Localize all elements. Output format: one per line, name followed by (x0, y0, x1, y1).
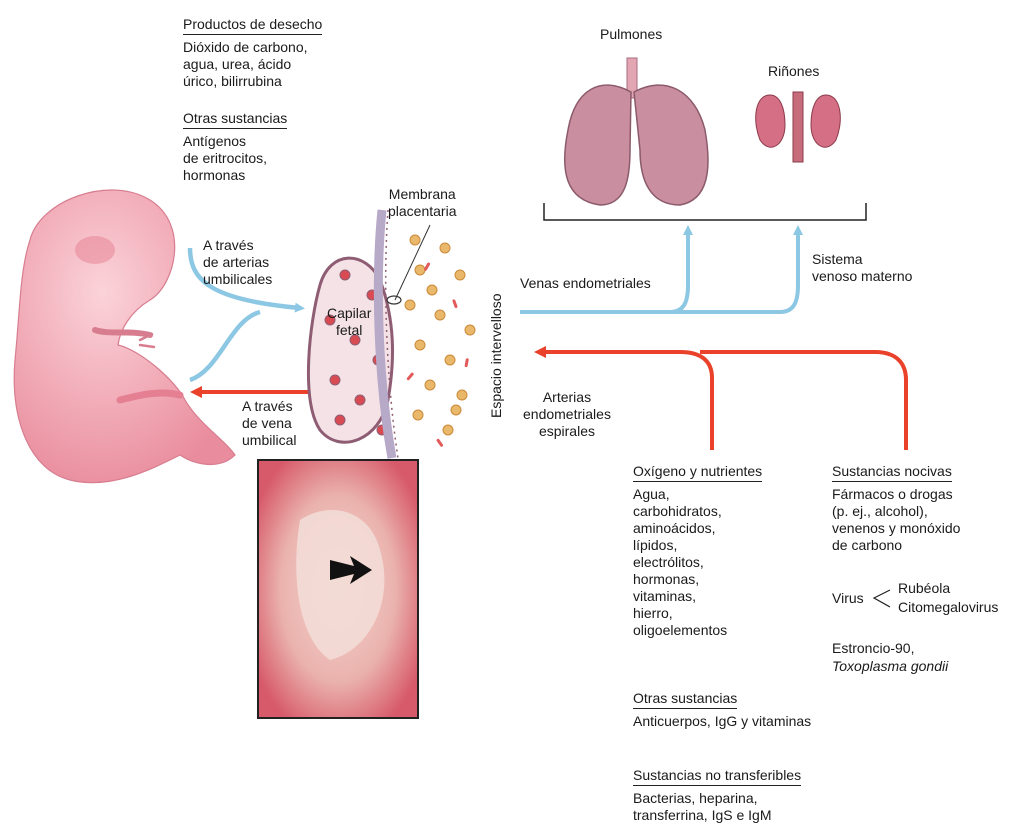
harmful-substances-title: Sustancias nocivas (832, 463, 952, 482)
label-line: Capilar (327, 305, 371, 322)
label-line: A través (203, 237, 272, 254)
harmful-substances-block: Sustancias nocivas Fármacos o drogas (p.… (832, 463, 960, 554)
non-transfer-line: transferrina, IgS e IgM (633, 807, 801, 824)
other-substances-top-block: Otras sustancias Antígenos de eritrocito… (183, 110, 287, 184)
label-umbilical-vein: A través de vena umbilical (242, 398, 296, 449)
label-umbilical-arteries: A través de arterias umbilicales (203, 237, 272, 288)
virus-item-rubella: Rubéola (898, 580, 950, 597)
label-intervillous-space: Espacio intervelloso (488, 293, 504, 418)
non-transferable-block: Sustancias no transferibles Bacterias, h… (633, 767, 801, 824)
non-transferable-title: Sustancias no transferibles (633, 767, 801, 786)
harmful-line: (p. ej., alcohol), (832, 503, 960, 520)
label-spiral-arteries: Arterias endometriales espirales (523, 389, 611, 440)
other-top-line: hormonas (183, 167, 287, 184)
label-placental-membrane: Membrana placentaria (388, 186, 457, 220)
organ-bracket (544, 203, 866, 220)
oxygen-line: hormonas, (633, 571, 762, 588)
oxygen-line: aminoácidos, (633, 520, 762, 537)
label-maternal-venous-system: Sistema venoso materno (812, 251, 912, 285)
non-transfer-line: Bacterias, heparina, (633, 790, 801, 807)
virus-bracket (874, 590, 890, 607)
endometrial-vein-flow (520, 230, 688, 312)
oxygen-line: oligoelementos (633, 622, 762, 639)
label-fetal-capillary: Capilar fetal (327, 305, 371, 339)
other-substances-top-title: Otras sustancias (183, 110, 287, 129)
label-line: Membrana (388, 186, 457, 203)
oxygen-line: electrólitos, (633, 554, 762, 571)
other-substances-bottom-title: Otras sustancias (633, 690, 737, 709)
kidneys-illustration (756, 92, 841, 162)
other-substances-bottom-block: Otras sustancias Anticuerpos, IgG y vita… (633, 690, 811, 730)
oxygen-line: hierro, (633, 605, 762, 622)
lungs-illustration (565, 58, 708, 205)
waste-line: Dióxido de carbono, (183, 39, 322, 56)
oxygen-line: lípidos, (633, 537, 762, 554)
label-kidneys: Riñones (768, 63, 819, 80)
oxygen-line: vitaminas, (633, 588, 762, 605)
virus-item-cmv: Citomegalovirus (898, 599, 998, 616)
oxygen-nutrients-title: Oxígeno y nutrientes (633, 463, 762, 482)
label-line: venoso materno (812, 268, 912, 285)
label-line: espirales (523, 423, 611, 440)
harmful-line: de carbono (832, 537, 960, 554)
other-top-line: Antígenos (183, 133, 287, 150)
label-line: de arterias (203, 254, 272, 271)
strontium-label: Estroncio-90, (832, 640, 914, 657)
label-line: umbilical (242, 432, 296, 449)
toxoplasma-label: Toxoplasma gondii (832, 658, 948, 675)
other-bottom-line: Anticuerpos, IgG y vitaminas (633, 713, 811, 730)
waste-line: úrico, bilirrubina (183, 73, 322, 90)
waste-line: agua, urea, ácido (183, 56, 322, 73)
label-line: Sistema (812, 251, 912, 268)
label-line: de vena (242, 415, 296, 432)
label-lungs: Pulmones (600, 26, 662, 43)
oxygen-line: carbohidratos, (633, 503, 762, 520)
other-top-line: de eritrocitos, (183, 150, 287, 167)
oxygen-line: Agua, (633, 486, 762, 503)
label-line: umbilicales (203, 271, 272, 288)
waste-products-title: Productos de desecho (183, 16, 322, 35)
label-line: Arterias (523, 389, 611, 406)
maternal-blood-cells (405, 235, 475, 435)
waste-products-block: Productos de desecho Dióxido de carbono,… (183, 16, 322, 90)
harmful-line: venenos y monóxido (832, 520, 960, 537)
virus-label: Virus (832, 590, 864, 607)
label-line: A través (242, 398, 296, 415)
label-line: endometriales (523, 406, 611, 423)
harmful-line: Fármacos o drogas (832, 486, 960, 503)
label-endometrial-veins: Venas endometriales (520, 275, 651, 292)
histology-micrograph (258, 460, 418, 718)
label-line: placentaria (388, 203, 457, 220)
label-line: fetal (327, 322, 371, 339)
embryo-illustration (14, 190, 235, 483)
oxygen-nutrients-block: Oxígeno y nutrientes Agua, carbohidratos… (633, 463, 762, 639)
